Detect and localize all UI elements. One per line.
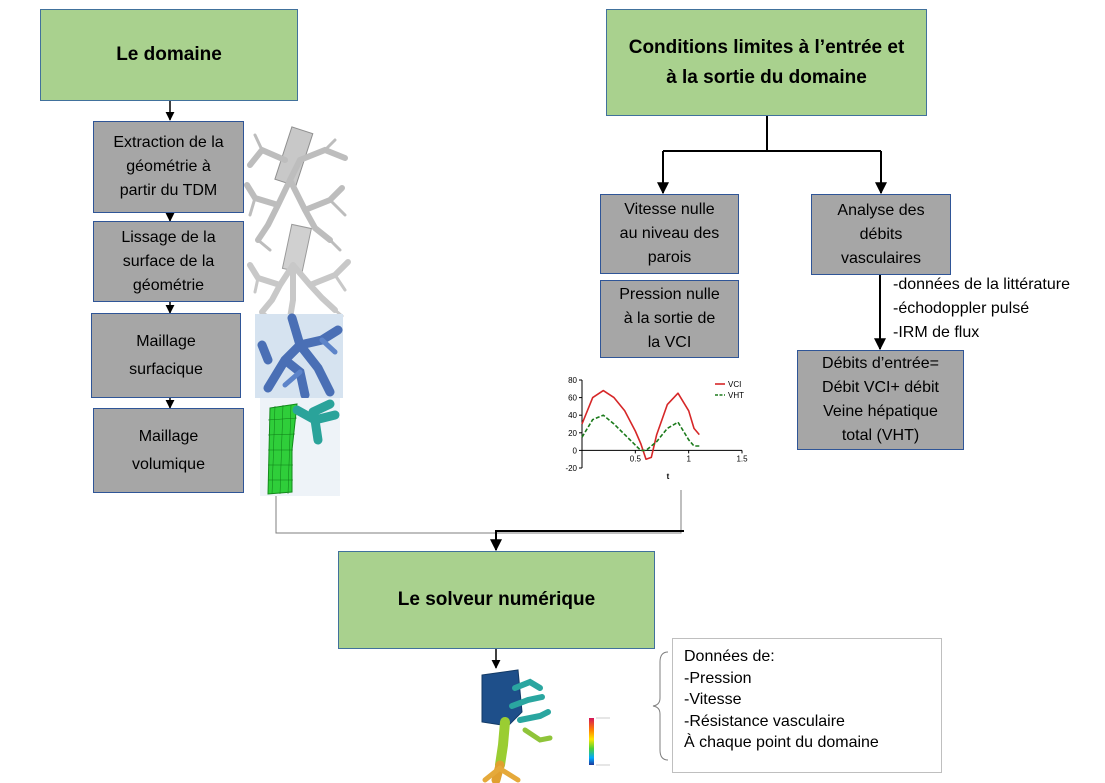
connector-left-to-solveur (275, 496, 491, 534)
volume-mesh-image (260, 398, 340, 496)
x-axis-label: t (667, 472, 670, 481)
y-tick-label: 40 (568, 411, 577, 420)
box-analyse-debits-label: Analyse des débits vasculaires (837, 201, 925, 267)
box-extraction: Extraction de la géométrie à partir du T… (93, 121, 244, 213)
arrow-to-solveur (490, 530, 684, 552)
box-conditions-limites: Conditions limites à l’entrée et à la so… (606, 9, 927, 116)
source-irm: -IRM de flux (893, 324, 980, 341)
box-le-domaine-label: Le domaine (116, 44, 222, 65)
y-tick-label: 0 (573, 446, 578, 455)
box-maillage-volumique: Maillage volumique (93, 408, 244, 493)
legend-label-vht: VHT (728, 391, 744, 400)
box-solveur-numerique: Le solveur numérique (338, 551, 655, 649)
x-tick-label: 0.5 (630, 454, 642, 463)
color-scale-image (589, 717, 610, 766)
result-brace (652, 651, 669, 761)
box-analyse-debits: Analyse des débits vasculaires (811, 194, 951, 275)
geometry-tree-1-image (244, 126, 348, 252)
series-line-vci (581, 389, 700, 460)
source-echodoppler: -échodoppler pulsé (893, 300, 1030, 317)
y-tick-label: -20 (565, 464, 577, 473)
source-litterature: -données de la littérature (893, 276, 1070, 293)
results-line: -Vitesse (684, 691, 742, 708)
y-tick-label: 20 (568, 429, 577, 438)
legend-label-vci: VCI (728, 380, 741, 389)
y-tick-label: 60 (568, 394, 577, 403)
box-lissage-label: Lissage de la surface de la géométrie (121, 228, 216, 294)
box-vitesse-nulle: Vitesse nulle au niveau des parois (600, 194, 739, 274)
x-tick-label: 1.5 (736, 454, 748, 463)
series-line-vht (581, 414, 700, 452)
results-list: Données de: -Pression -Vitesse -Résistan… (684, 646, 879, 754)
box-le-domaine: Le domaine (40, 9, 298, 101)
connector-right-to-solveur (491, 490, 682, 534)
result-vessel-image (481, 669, 553, 783)
box-conditions-limites-label: Conditions limites à l’entrée et à la so… (628, 36, 905, 88)
flow-rate-chart: -20 0 20 40 60 80 0.5 1 1.5 t VCI VHT (565, 376, 748, 481)
x-tick-label: 1 (686, 454, 691, 463)
box-lissage: Lissage de la surface de la géométrie (93, 221, 244, 302)
results-line: -Résistance vasculaire (684, 712, 845, 730)
results-line: À chaque point du domaine (684, 734, 879, 751)
box-maillage-surfacique-label: Maillage surfacique (129, 332, 203, 378)
box-extraction-label: Extraction de la géométrie à partir du T… (113, 134, 224, 199)
box-maillage-volumique-label: Maillage volumique (132, 427, 205, 473)
surface-mesh-image (255, 313, 343, 400)
box-pression-nulle-label: Pression nulle à la sortie de la VCI (619, 286, 720, 351)
box-solveur-numerique-label: Le solveur numérique (397, 589, 596, 610)
box-pression-nulle: Pression nulle à la sortie de la VCI (600, 280, 739, 358)
results-line: Données de: (684, 648, 775, 665)
box-debits-entree-label: Débits d’entrée= Débit VCI+ débit Veine … (822, 355, 939, 444)
y-tick-label: 80 (568, 376, 577, 385)
box-maillage-surfacique: Maillage surfacique (91, 313, 241, 398)
box-vitesse-nulle-label: Vitesse nulle au niveau des parois (619, 201, 720, 266)
geometry-tree-2-image (247, 223, 351, 321)
results-line: -Pression (684, 669, 752, 687)
box-debits-entree: Débits d’entrée= Débit VCI+ débit Veine … (797, 350, 964, 450)
results-box (672, 638, 942, 773)
